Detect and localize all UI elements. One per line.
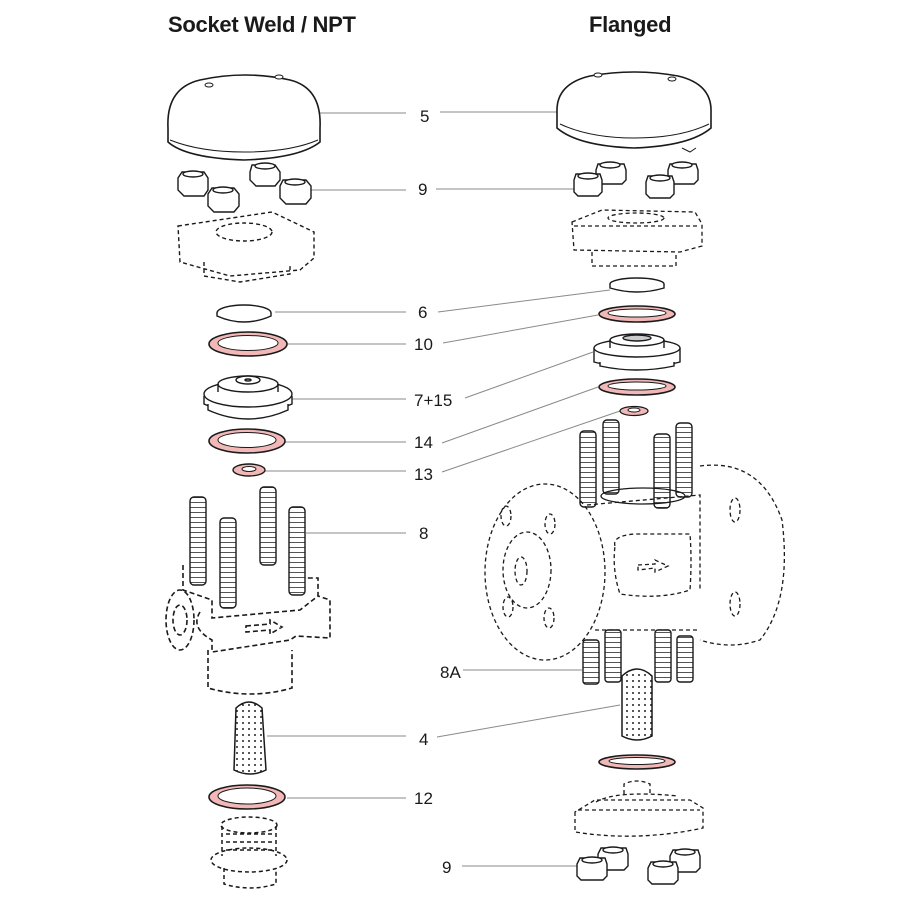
plug-bushing-left bbox=[210, 816, 288, 889]
callout-12: 12 bbox=[414, 789, 433, 808]
studs-part-8a-right bbox=[582, 629, 694, 685]
hex-nut-icon bbox=[573, 172, 603, 197]
hex-nuts-part-9-right-top bbox=[573, 161, 699, 199]
gasket-part-14-left bbox=[208, 428, 286, 454]
stud-icon bbox=[675, 422, 693, 498]
stud-icon bbox=[654, 629, 672, 683]
title-flanged: Flanged bbox=[589, 12, 672, 37]
hex-nut-icon bbox=[647, 860, 679, 885]
gasket-part-13-left bbox=[232, 463, 266, 477]
disc-part-6-left bbox=[216, 304, 272, 323]
callout-5: 5 bbox=[420, 107, 430, 126]
stud-icon bbox=[582, 639, 600, 685]
hex-nut-icon bbox=[645, 174, 675, 199]
leader-7-15-right bbox=[464, 351, 594, 399]
leader-6-right bbox=[437, 289, 611, 313]
stud-icon bbox=[259, 486, 277, 566]
stud-icon bbox=[579, 430, 597, 508]
callout-14: 14 bbox=[414, 433, 433, 452]
gasket-part-10-right bbox=[598, 305, 676, 323]
leader-13-right bbox=[441, 410, 621, 473]
callout-8a: 8A bbox=[440, 663, 461, 682]
callout-6: 6 bbox=[418, 303, 428, 322]
hex-nut-icon bbox=[249, 162, 281, 187]
callout-13: 13 bbox=[414, 465, 433, 484]
gasket-bottom-right bbox=[598, 754, 676, 770]
stud-icon bbox=[604, 629, 622, 683]
leader-4-right bbox=[436, 704, 621, 738]
hex-nuts-part-9-right-bottom bbox=[576, 846, 701, 885]
strainer-screen-part-4-right bbox=[621, 668, 653, 741]
callout-9-bottom: 9 bbox=[442, 858, 452, 877]
seat-assembly-part-7-15-left bbox=[203, 375, 293, 420]
cap-part-5-left bbox=[167, 74, 321, 161]
stud-icon bbox=[189, 496, 207, 586]
stud-icon bbox=[219, 517, 237, 609]
title-socket-weld-npt: Socket Weld / NPT bbox=[168, 12, 356, 37]
callout-7-15: 7+15 bbox=[414, 391, 453, 410]
disc-part-6-right bbox=[609, 277, 665, 293]
leader-lines bbox=[265, 111, 621, 867]
hex-nut-icon bbox=[279, 178, 312, 205]
stud-icon bbox=[602, 419, 620, 495]
stud-icon bbox=[288, 506, 306, 596]
leader-10-right bbox=[442, 314, 599, 344]
cap-part-5-right bbox=[556, 71, 712, 153]
leader-14-right bbox=[441, 386, 599, 444]
studs-upper-right bbox=[579, 419, 693, 509]
callout-4: 4 bbox=[419, 730, 429, 749]
hex-nuts-part-9-left bbox=[177, 162, 312, 213]
callout-8: 8 bbox=[419, 524, 429, 543]
valve-body-left bbox=[165, 565, 331, 695]
gasket-part-14-right bbox=[598, 378, 676, 396]
studs-part-8-left bbox=[189, 486, 306, 609]
callout-10: 10 bbox=[414, 335, 433, 354]
callout-9-top: 9 bbox=[418, 180, 428, 199]
gasket-part-12-left bbox=[208, 784, 286, 810]
hex-nut-icon bbox=[667, 161, 699, 185]
cover-block-right bbox=[571, 209, 703, 267]
hex-nut-icon bbox=[177, 170, 209, 197]
hex-nut-icon bbox=[576, 856, 608, 881]
valve-body-flanged bbox=[484, 464, 786, 661]
gasket-part-13-right bbox=[619, 405, 649, 417]
strainer-screen-part-4-left bbox=[233, 701, 267, 775]
stud-icon bbox=[676, 635, 694, 683]
bottom-cover-right bbox=[574, 780, 704, 837]
seat-assembly-part-7-15-right bbox=[593, 333, 681, 371]
stud-icon bbox=[653, 433, 671, 509]
gasket-part-10-left bbox=[208, 331, 288, 357]
hex-nut-icon bbox=[207, 186, 240, 213]
cover-block-left bbox=[177, 211, 315, 283]
